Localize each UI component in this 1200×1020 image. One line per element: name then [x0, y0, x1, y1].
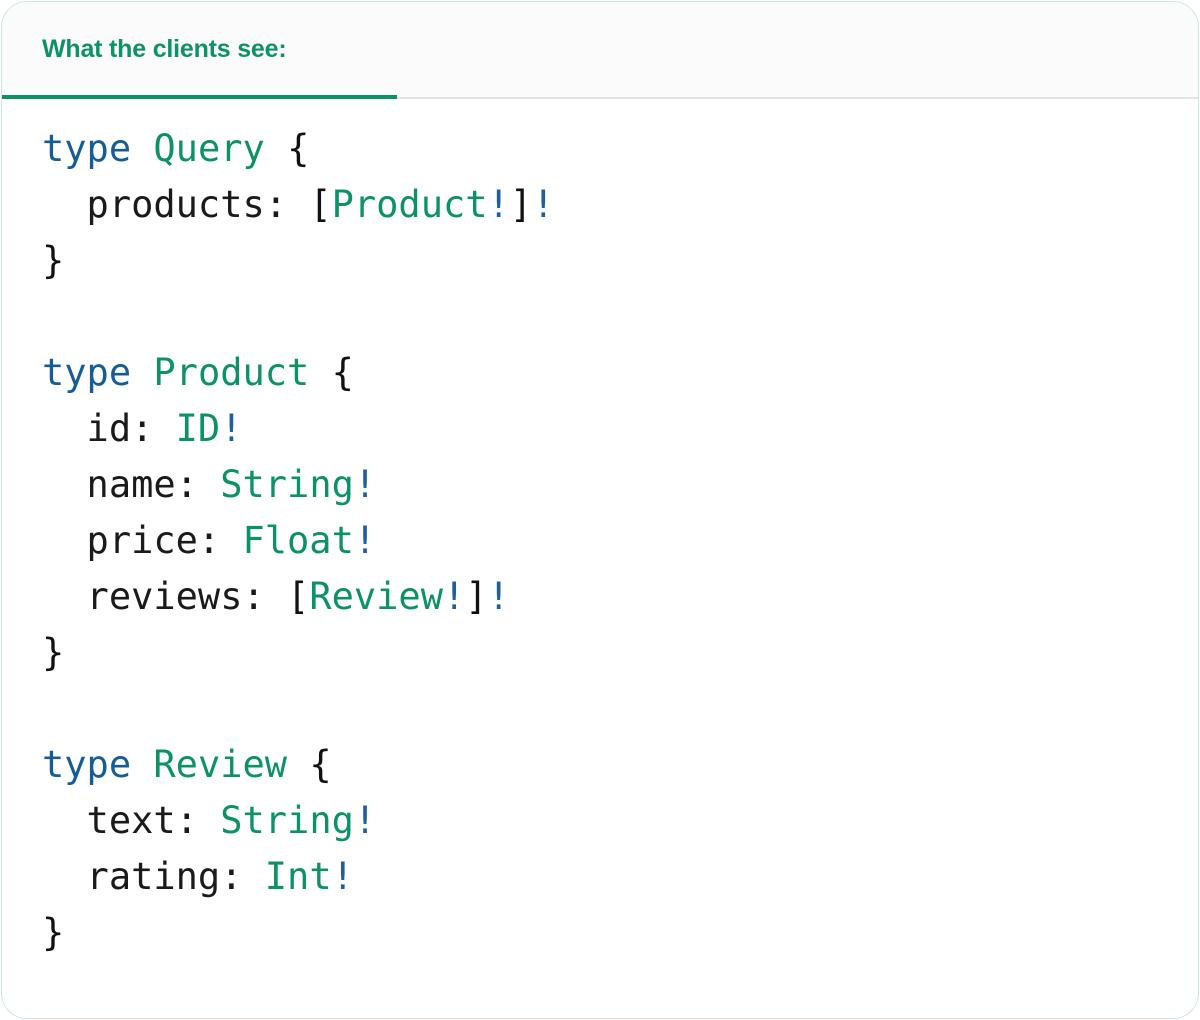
- code-token-bang: !: [532, 183, 555, 226]
- code-token-punct: [: [287, 575, 310, 618]
- code-token-field: name:: [42, 463, 221, 506]
- code-token-plain: [131, 127, 153, 170]
- code-line: reviews: [Review!]!: [42, 569, 1158, 625]
- code-token-punct: {: [287, 127, 310, 170]
- code-token-punct: ]: [509, 183, 533, 226]
- code-token-keyword: type: [42, 127, 132, 170]
- code-line: [42, 681, 1158, 737]
- code-token-field: rating:: [42, 855, 265, 898]
- code-line: type Review {: [42, 737, 1158, 793]
- code-token-typename: Float: [242, 519, 354, 562]
- code-line: price: Float!: [42, 513, 1158, 569]
- tab-what-the-clients-see[interactable]: What the clients see:: [2, 2, 397, 98]
- code-token-bang: !: [487, 575, 510, 618]
- code-token-keyword: type: [42, 743, 132, 786]
- code-token-typename: String: [220, 799, 354, 842]
- code-token-bang: !: [353, 799, 377, 842]
- schema-code-panel: type Query { products: [Product!]!} type…: [2, 99, 1198, 1018]
- code-line: id: ID!: [42, 401, 1158, 457]
- code-line: name: String!: [42, 457, 1158, 513]
- code-token-punct: ]: [465, 575, 488, 618]
- code-token-field: text:: [42, 799, 221, 842]
- code-token-typename: Product: [331, 183, 488, 226]
- code-token-bang: !: [331, 855, 354, 898]
- code-token-field: price:: [42, 519, 243, 562]
- code-token-keyword: type: [42, 351, 132, 394]
- code-token-punct: {: [331, 351, 354, 394]
- code-line: }: [42, 233, 1158, 289]
- code-token-punct: }: [42, 631, 65, 674]
- code-token-field: products:: [42, 183, 310, 226]
- code-token-typename: Query: [153, 127, 265, 170]
- code-token-typename: String: [220, 463, 354, 506]
- code-token-typename: Review: [153, 743, 288, 786]
- code-line: products: [Product!]!: [42, 177, 1158, 233]
- code-token-typename: Product: [153, 351, 310, 394]
- code-token-punct: }: [42, 239, 65, 282]
- code-line: text: String!: [42, 793, 1158, 849]
- graphql-schema-code[interactable]: type Query { products: [Product!]!} type…: [2, 121, 1198, 961]
- code-line: [42, 289, 1158, 345]
- code-token-typename: Int: [264, 855, 332, 898]
- code-token-punct: }: [42, 911, 65, 954]
- tab-bar: What the clients see:: [2, 2, 1198, 99]
- code-token-bang: !: [220, 407, 243, 450]
- code-token-punct: [: [309, 183, 332, 226]
- code-line: type Product {: [42, 345, 1158, 401]
- code-token-bang: !: [353, 519, 377, 562]
- code-token-field: id:: [42, 407, 176, 450]
- code-token-plain: [131, 743, 153, 786]
- tab-label: What the clients see:: [42, 35, 287, 63]
- code-line: rating: Int!: [42, 849, 1158, 905]
- code-token-plain: [265, 127, 287, 170]
- code-line: type Query {: [42, 121, 1158, 177]
- code-token-bang: !: [353, 463, 377, 506]
- code-token-plain: [287, 743, 309, 786]
- code-line: }: [42, 905, 1158, 961]
- code-token-typename: ID: [175, 407, 221, 450]
- code-token-field: reviews:: [42, 575, 288, 618]
- code-token-bang: !: [487, 183, 510, 226]
- code-token-plain: [309, 351, 331, 394]
- code-token-plain: [131, 351, 153, 394]
- code-token-punct: {: [309, 743, 332, 786]
- code-token-typename: Review: [309, 575, 443, 618]
- code-token-bang: !: [442, 575, 466, 618]
- active-tab-indicator: [2, 95, 397, 99]
- code-line: }: [42, 625, 1158, 681]
